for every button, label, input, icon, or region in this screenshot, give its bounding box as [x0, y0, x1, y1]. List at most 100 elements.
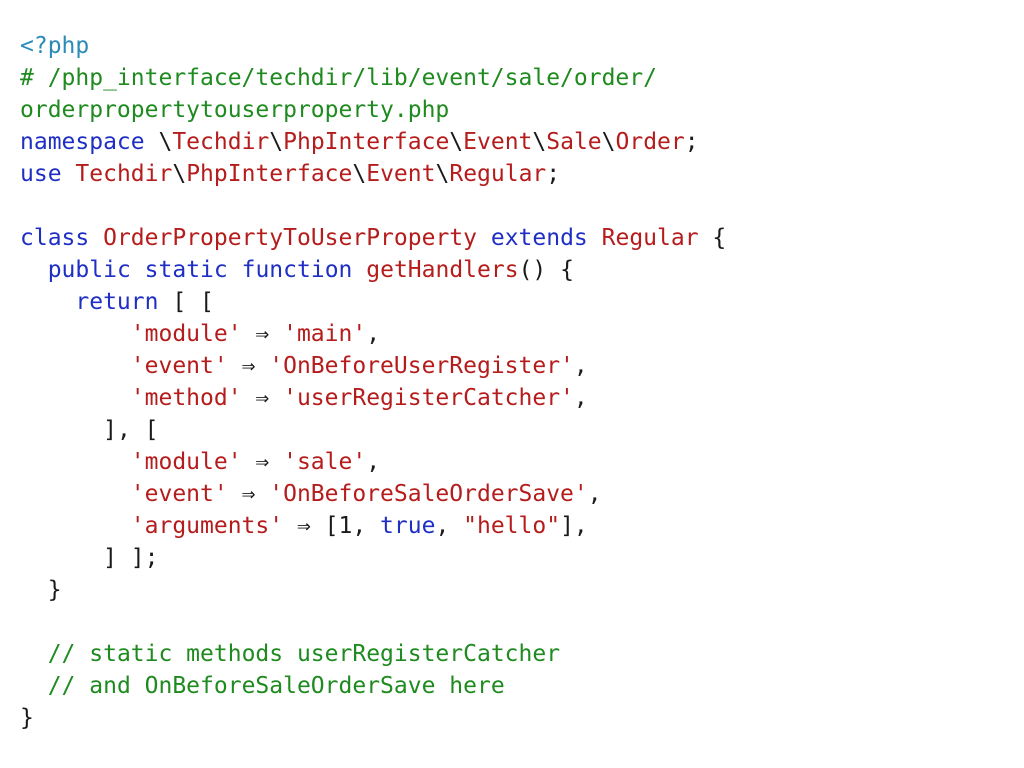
code-token-name: Regular [601, 225, 699, 251]
code-token-punct: ], [560, 513, 588, 539]
code-line: use Techdir\PhpInterface\Event\Regular; [20, 158, 726, 190]
code-token-comment: // and OnBeforeSaleOrderSave here [47, 673, 505, 699]
code-token-plain [20, 481, 131, 507]
code-token-plain [20, 513, 131, 539]
code-token-kw: extends [490, 225, 588, 251]
code-token-punct: , [366, 449, 381, 475]
code-token-plain: \ [352, 161, 367, 187]
code-token-plain: \ [172, 161, 187, 187]
code-line: class OrderPropertyToUserProperty extend… [20, 222, 726, 254]
code-token-plain: \ [435, 161, 450, 187]
code-line: # /php_interface/techdir/lib/event/sale/… [20, 62, 726, 94]
code-line: } [20, 702, 726, 734]
code-token-kw: public [47, 257, 131, 283]
code-token-plain: \ [532, 129, 547, 155]
code-token-plain [20, 321, 131, 347]
code-token-name: getHandlers [366, 257, 519, 283]
code-token-str: 'event' [130, 481, 228, 507]
code-token-plain [20, 545, 103, 571]
code-token-punct: , [366, 321, 381, 347]
code-token-plain: \ [449, 129, 464, 155]
code-token-plain [477, 225, 491, 251]
code-token-plain [20, 353, 131, 379]
code-token-plain [20, 417, 103, 443]
code-token-name: Order [615, 129, 685, 155]
code-block: <?php # /php_interface/techdir/lib/event/… [20, 30, 726, 734]
code-token-punct: } [47, 577, 62, 603]
code-line: ], [ [20, 414, 726, 446]
code-token-kw: static [144, 257, 228, 283]
code-line: // static methods userRegisterCatcher [20, 638, 726, 670]
code-token-tag: <?php [20, 33, 90, 59]
code-line: ] ]; [20, 542, 726, 574]
code-token-str: 'sale' [283, 449, 367, 475]
code-token-plain [20, 449, 131, 475]
code-token-punct: ⇒ [227, 481, 270, 507]
code-token-name: OrderPropertyToUserProperty [103, 225, 477, 251]
code-token-plain: \ [269, 129, 284, 155]
code-line: 'module' ⇒ 'main', [20, 318, 726, 350]
code-line [20, 190, 726, 222]
code-token-kw: function [241, 257, 353, 283]
code-token-name: PhpInterface [283, 129, 450, 155]
code-line: 'event' ⇒ 'OnBeforeSaleOrderSave', [20, 478, 726, 510]
code-token-plain [20, 673, 48, 699]
code-token-name: Sale [546, 129, 602, 155]
code-line: // and OnBeforeSaleOrderSave here [20, 670, 726, 702]
code-line: return [ [ [20, 286, 726, 318]
code-token-punct: ⇒ [241, 449, 284, 475]
code-token-plain [89, 225, 103, 251]
code-token-plain [352, 257, 366, 283]
code-token-punct: ⇒ [241, 385, 284, 411]
code-token-name: PhpInterface [186, 161, 353, 187]
code-token-comment: orderpropertytouserproperty.php [20, 97, 450, 123]
code-token-str: 'userRegisterCatcher' [283, 385, 574, 411]
code-token-name: Techdir [172, 129, 270, 155]
code-token-plain [20, 257, 48, 283]
code-token-str: 'event' [130, 353, 228, 379]
code-token-str: 'method' [130, 385, 242, 411]
code-token-plain: \ [144, 129, 173, 155]
code-line: 'event' ⇒ 'OnBeforeUserRegister', [20, 350, 726, 382]
code-line: 'method' ⇒ 'userRegisterCatcher', [20, 382, 726, 414]
code-token-plain [20, 289, 75, 315]
code-token-punct: () { [518, 257, 574, 283]
code-token-punct: [ [ [158, 289, 214, 315]
code-token-name: Event [463, 129, 533, 155]
code-line: } [20, 574, 726, 606]
code-token-punct: ⇒ [227, 353, 270, 379]
code-line: 'module' ⇒ 'sale', [20, 446, 726, 478]
code-token-punct: ; [546, 161, 561, 187]
code-token-plain [228, 257, 242, 283]
code-token-str: 'arguments' [130, 513, 284, 539]
code-token-str: "hello" [463, 513, 561, 539]
code-token-punct: ] ]; [103, 545, 159, 571]
code-token-comment: # /php_interface/techdir/lib/event/sale/… [20, 65, 657, 91]
code-token-punct: ], [ [103, 417, 159, 443]
code-token-str: 'module' [130, 449, 242, 475]
code-token-punct: } [20, 705, 34, 731]
code-token-kw: namespace [20, 129, 145, 155]
code-token-punct: ⇒ [241, 321, 284, 347]
code-token-punct: ; [684, 129, 699, 155]
code-token-str: 'main' [283, 321, 367, 347]
code-token-str: 'OnBeforeUserRegister' [269, 353, 574, 379]
code-token-kw: class [20, 225, 90, 251]
code-line: <?php [20, 30, 726, 62]
code-token-plain [588, 225, 602, 251]
code-token-plain: \ [601, 129, 616, 155]
code-token-str: 'module' [130, 321, 242, 347]
code-token-plain [20, 577, 48, 603]
code-token-punct: , [573, 353, 588, 379]
code-token-kw: return [75, 289, 159, 315]
code-token-bool: true [380, 513, 436, 539]
code-line [20, 606, 726, 638]
code-line: orderpropertytouserproperty.php [20, 94, 726, 126]
code-line: namespace \Techdir\PhpInterface\Event\Sa… [20, 126, 726, 158]
code-token-punct: , [587, 481, 602, 507]
code-token-plain [131, 257, 145, 283]
code-token-comment: // static methods userRegisterCatcher [47, 641, 561, 667]
code-token-str: 'OnBeforeSaleOrderSave' [269, 481, 588, 507]
code-token-punct: , [573, 385, 588, 411]
code-token-name: Event [366, 161, 436, 187]
